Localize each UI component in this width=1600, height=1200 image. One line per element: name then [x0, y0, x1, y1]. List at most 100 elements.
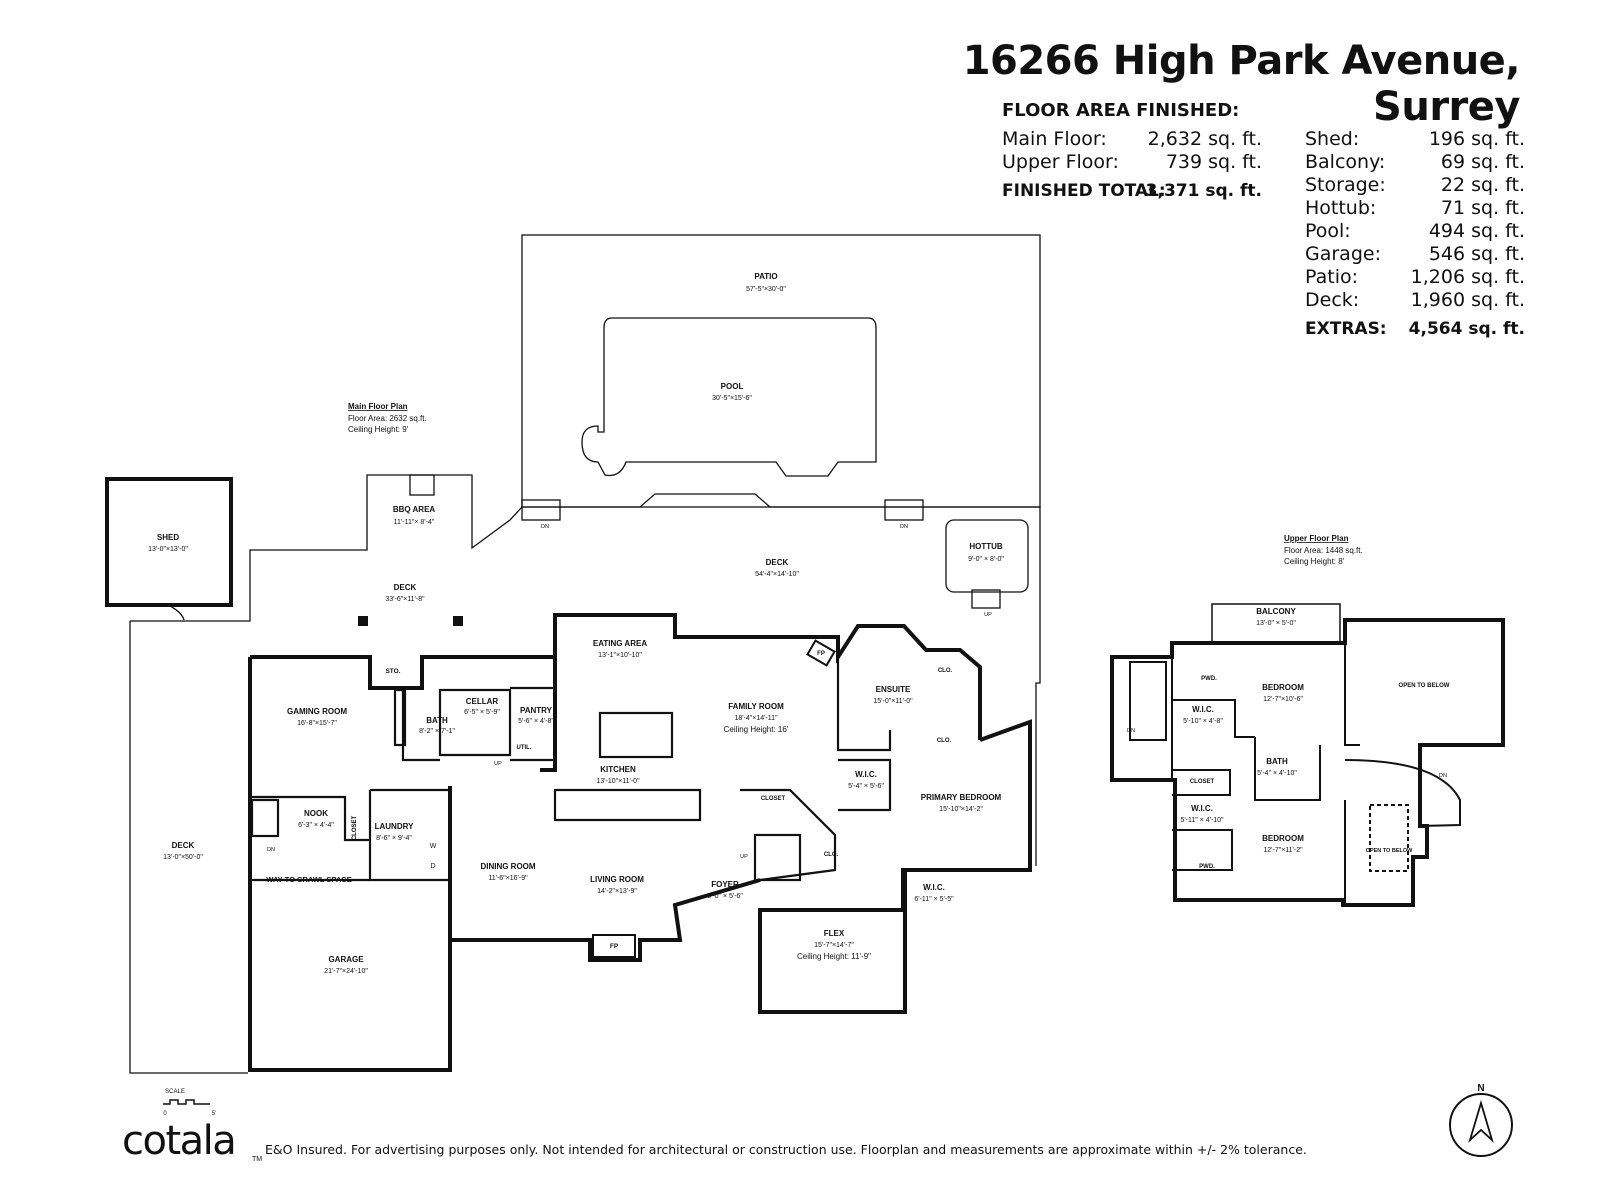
room-dim-deck: 54'-4"×14'-10"	[755, 571, 799, 578]
east-wall	[758, 719, 1032, 1014]
compass-circle	[1449, 1093, 1513, 1157]
label-down: DN	[900, 524, 908, 530]
scale-label: SCALE	[165, 1089, 185, 1095]
room-name-eating: EATING AREA	[593, 639, 647, 648]
room-name-laundry: LAUNDRY	[375, 822, 414, 831]
label-dryer: D	[430, 863, 435, 870]
room-name-bbq: BBQ AREA	[393, 505, 436, 514]
area-value: 739 sq. ft.	[1165, 151, 1262, 173]
label-washer: W	[430, 843, 437, 850]
room-dim-pantry: 5'-6" × 4'-8"	[518, 718, 554, 725]
upper-plan-ceiling: Ceiling Height: 8'	[1284, 557, 1345, 566]
post-marker	[453, 616, 463, 626]
area-value: 196 sq. ft.	[1428, 128, 1525, 150]
area-label: Deck:	[1305, 289, 1360, 311]
room-name-garage: GARAGE	[328, 955, 364, 964]
room-name-gaming: GAMING ROOM	[287, 707, 347, 716]
label-utility: UTIL.	[517, 745, 532, 751]
closet-stair-wall	[740, 788, 837, 882]
label-crawl-space: WAY TO CRAWL SPACE	[266, 875, 351, 884]
label-closet: CLOSET	[761, 796, 786, 802]
area-label: Garage:	[1305, 243, 1381, 265]
label-clo: CLO.	[938, 668, 953, 674]
room-name-flex: FLEX	[824, 929, 845, 938]
area-value: 69 sq. ft.	[1440, 151, 1525, 173]
room-name-cellar: CELLAR	[466, 697, 499, 706]
room-name-bedroom: BEDROOM	[1262, 834, 1304, 843]
area-label: Shed:	[1305, 128, 1360, 150]
post-marker	[358, 616, 368, 626]
room-name-primary: PRIMARY BEDROOM	[921, 793, 1002, 802]
room-dim-primary: 15'-10"×14'-2"	[939, 806, 983, 813]
label-fireplace: FP	[817, 651, 825, 657]
hottub-outline	[945, 519, 1029, 593]
extras-row: Shed: 196 sq. ft.	[1305, 128, 1525, 151]
pantry-wall	[510, 686, 557, 762]
room-name-deck: DECK	[766, 558, 789, 567]
room-dim-shed: 13'-0"×13'-0"	[148, 546, 188, 553]
west-wall	[248, 657, 452, 1072]
room-dim-flex: 15'-7"×14'-7"	[814, 942, 854, 949]
room-dim-bedroom: 12'-7"×10'-6"	[1263, 696, 1303, 703]
area-value: 4,564 sq. ft.	[1408, 319, 1525, 339]
room-name-balcony: BALCONY	[1256, 607, 1296, 616]
upper-stairs-curve	[1344, 759, 1461, 827]
floor-area-heading: FLOOR AREA FINISHED:	[1002, 100, 1240, 121]
north-wall-east	[553, 613, 982, 740]
room-dim-living: 14'-2"×13'-9"	[597, 888, 637, 895]
room-extra-flex: Ceiling Height: 11'-9"	[797, 952, 871, 961]
deck-stairs	[884, 499, 924, 521]
cotala-logo: cotala	[122, 1118, 237, 1164]
room-dim-bedroom: 12'-7"×11'-2"	[1263, 847, 1303, 854]
extras-row: Deck:1,960 sq. ft.	[1305, 289, 1525, 312]
upper-wall	[1254, 737, 1321, 801]
area-value: 3,371 sq. ft.	[1145, 181, 1262, 201]
area-value: 494 sq. ft.	[1428, 220, 1525, 242]
room-name-patio: PATIO	[754, 272, 777, 281]
room-name-ensuite: ENSUITE	[876, 685, 911, 694]
upper-wall	[1172, 829, 1233, 871]
extras-total-row: EXTRAS: 4,564 sq. ft.	[1305, 318, 1525, 341]
room-dim-laundry: 8'-6" × 9'-4"	[376, 835, 412, 842]
area-label: Main Floor:	[1002, 128, 1107, 150]
area-label: EXTRAS:	[1305, 319, 1387, 339]
room-name-nook: NOOK	[304, 809, 328, 818]
upper-wall	[1172, 769, 1231, 796]
label-clo: CLO.	[937, 738, 952, 744]
label-powder: PWD.	[1199, 864, 1215, 870]
label-clo: CLO.	[824, 852, 839, 858]
deck-stairs	[521, 499, 561, 521]
area-value: 2,632 sq. ft.	[1147, 128, 1262, 150]
label-fireplace: FP	[610, 943, 619, 950]
north-arrow-icon	[1468, 1099, 1494, 1143]
room-dim-family: 18'-4"×14'-11"	[734, 715, 778, 722]
room-dim-nook: 6'-3" × 4'-4"	[298, 822, 334, 829]
main-plan-area: Floor Area: 2632 sq.ft.	[348, 414, 427, 423]
room-dim-pool: 30'-5"×15'-6"	[712, 395, 752, 402]
room-name-wic: W.I.C.	[1192, 705, 1214, 714]
room-dim-garage: 21'-7"×24'-10"	[324, 968, 368, 975]
room-dim-bath: 8'-2" × 7'-1"	[419, 728, 455, 735]
door-swing	[167, 604, 185, 621]
finished-row-upper: Upper Floor: 739 sq. ft.	[1002, 151, 1262, 174]
pool-outline	[581, 317, 877, 477]
fireplace-living	[592, 934, 636, 958]
bath-wall	[401, 688, 440, 762]
deck-outline-west	[129, 621, 248, 1074]
extras-row: Patio: 1,206 sq. ft.	[1305, 266, 1525, 289]
room-dim-wic: 5'-11" × 4'-10"	[1180, 817, 1224, 824]
label-down: DN	[1127, 728, 1135, 734]
room-dim-wic: 6'-11" × 5'-5"	[914, 896, 954, 903]
area-value: 1,206 sq. ft.	[1410, 266, 1525, 288]
area-label: Upper Floor:	[1002, 151, 1119, 173]
property-address: 16266 High Park Avenue, Surrey	[962, 38, 1521, 130]
ensuite-wall	[836, 657, 892, 752]
stair-block	[753, 833, 802, 882]
south-wall	[450, 878, 761, 962]
label-down: DN	[541, 524, 549, 530]
finished-area-table: Main Floor: 2,632 sq. ft. Upper Floor: 7…	[1002, 128, 1262, 203]
area-label: Patio:	[1305, 266, 1359, 288]
main-plan-ceiling: Ceiling Height: 9'	[348, 425, 409, 434]
north-label: N	[1477, 1083, 1484, 1094]
